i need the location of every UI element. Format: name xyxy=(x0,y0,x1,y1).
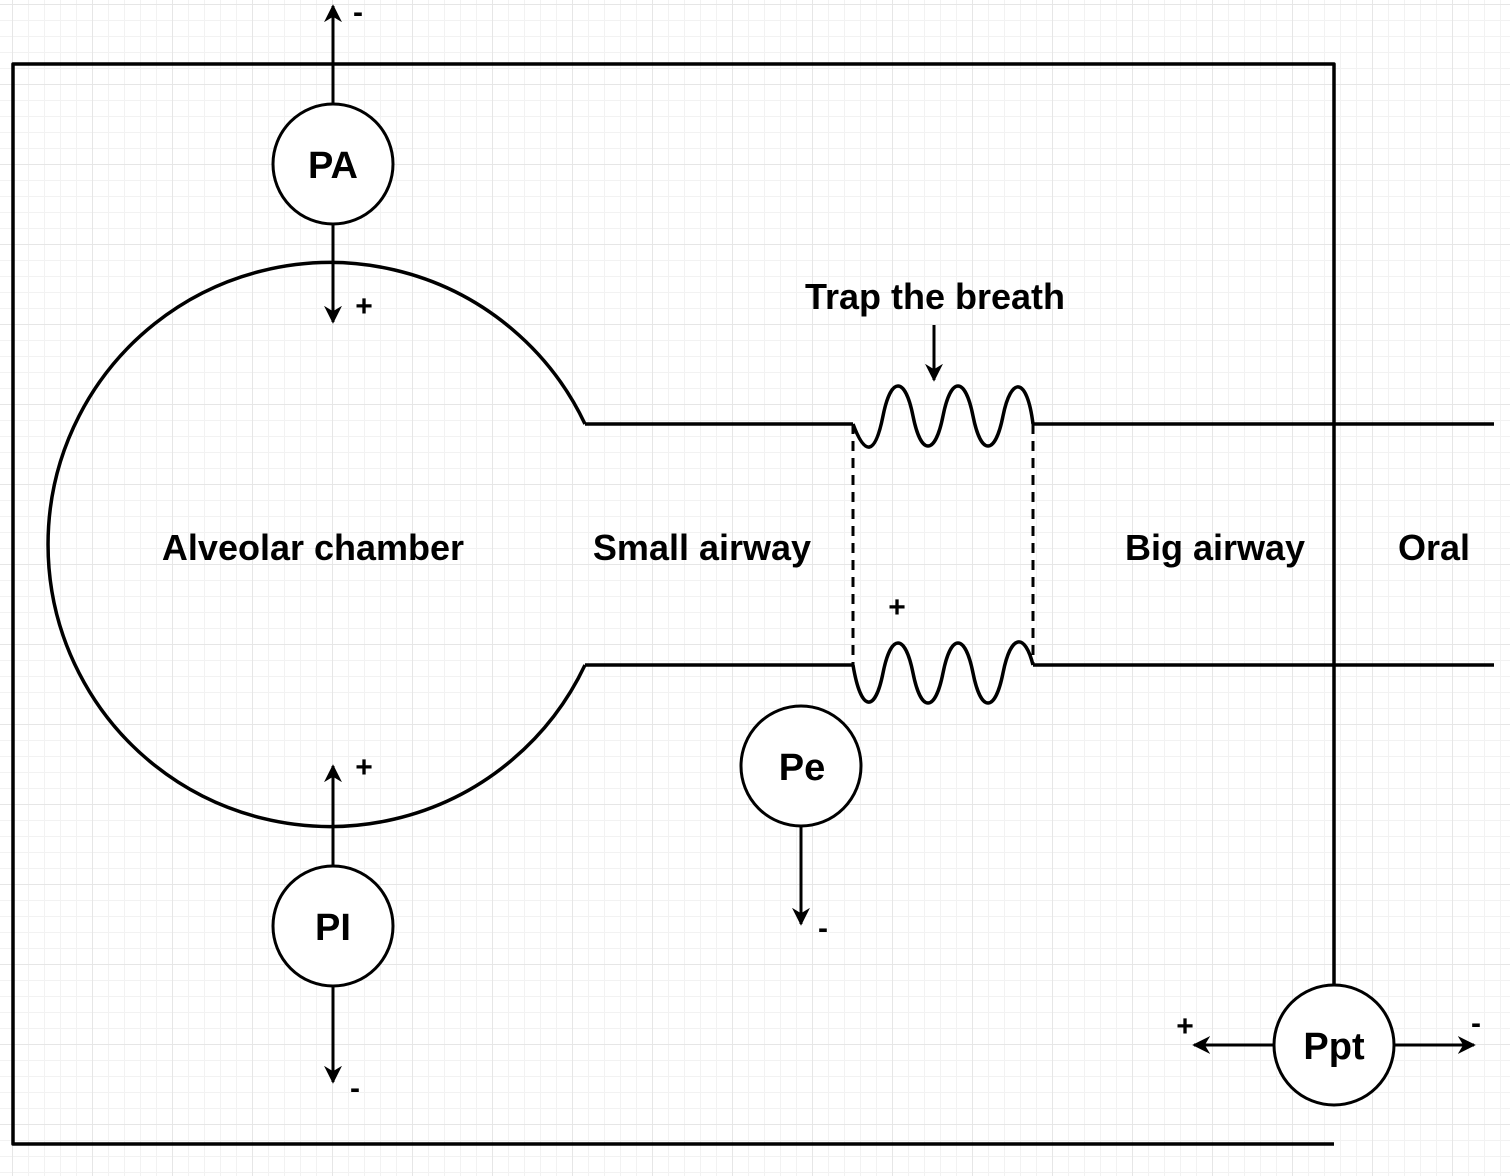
pa-gauge xyxy=(271,102,395,226)
ppt-minus-sign: - xyxy=(1471,1007,1481,1040)
pi-plus-sign: + xyxy=(355,751,373,784)
pa-plus-sign: + xyxy=(355,290,373,323)
small-airway-label: Small airway xyxy=(593,527,811,568)
pa-label: PA xyxy=(308,145,358,187)
ppt-label: Ppt xyxy=(1303,1026,1365,1068)
big-airway-label: Big airway xyxy=(1125,527,1305,568)
pi-minus-sign: - xyxy=(350,1072,360,1105)
collapsible-bottom-wave xyxy=(851,640,1035,705)
alveolar-chamber-wall xyxy=(46,260,587,829)
pa-minus-sign: - xyxy=(353,0,363,29)
trap-breath-label: Trap the breath xyxy=(805,276,1065,317)
pi-gauge xyxy=(271,864,395,988)
ppt-plus-sign: + xyxy=(1176,1010,1194,1043)
pe-plus-sign: + xyxy=(888,591,906,624)
pe-label: Pe xyxy=(779,747,825,789)
thoracic-box xyxy=(11,62,1336,1146)
pe-gauge xyxy=(739,704,863,828)
ppt-gauge xyxy=(1272,983,1396,1107)
oral-label: Oral xyxy=(1398,527,1470,568)
pe-minus-sign: - xyxy=(818,912,828,945)
alveolar-chamber-label: Alveolar chamber xyxy=(162,527,464,568)
pi-label: PI xyxy=(315,907,351,949)
collapsible-top-wave xyxy=(851,384,1035,449)
